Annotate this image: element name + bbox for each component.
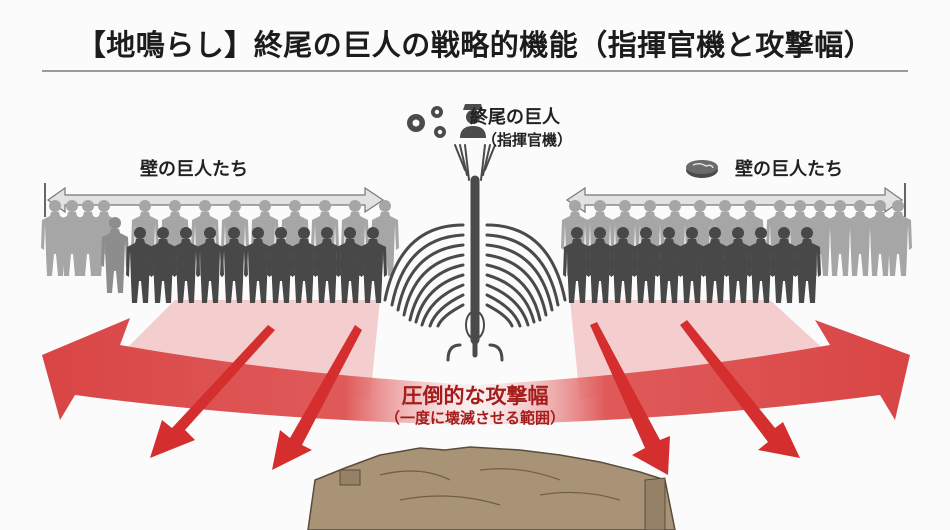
commander-officer-icon [460,104,486,138]
wall-span-arrow-right [565,183,906,217]
down-arrows [150,320,800,475]
wide-arrow-right [475,320,910,425]
right-group-label: 壁の巨人たち [735,159,843,180]
title-divider [42,70,908,72]
destroyed-city-rubble [307,446,676,530]
gears-icon [407,106,446,138]
wall-titans-right [561,200,912,303]
wide-arrow-left [42,318,475,425]
attack-width-sublabel: （一度に壊滅させる範囲） [384,409,565,427]
founding-titan-name: 終尾の巨人 [470,107,560,128]
globe-disc-icon [686,160,718,178]
founding-titan-skeleton-icon [383,144,567,362]
attack-width-label: 圧倒的な攻撃幅 [401,384,549,408]
page-title: 【地鳴らし】終尾の巨人の戦略的機能（指揮官機と攻撃幅） [76,28,874,62]
left-group-label: 壁の巨人たち [140,159,248,180]
wall-titans-left [41,200,399,303]
wall-span-arrow-left [44,183,385,217]
founding-titan-role: （指揮官機） [482,131,573,149]
